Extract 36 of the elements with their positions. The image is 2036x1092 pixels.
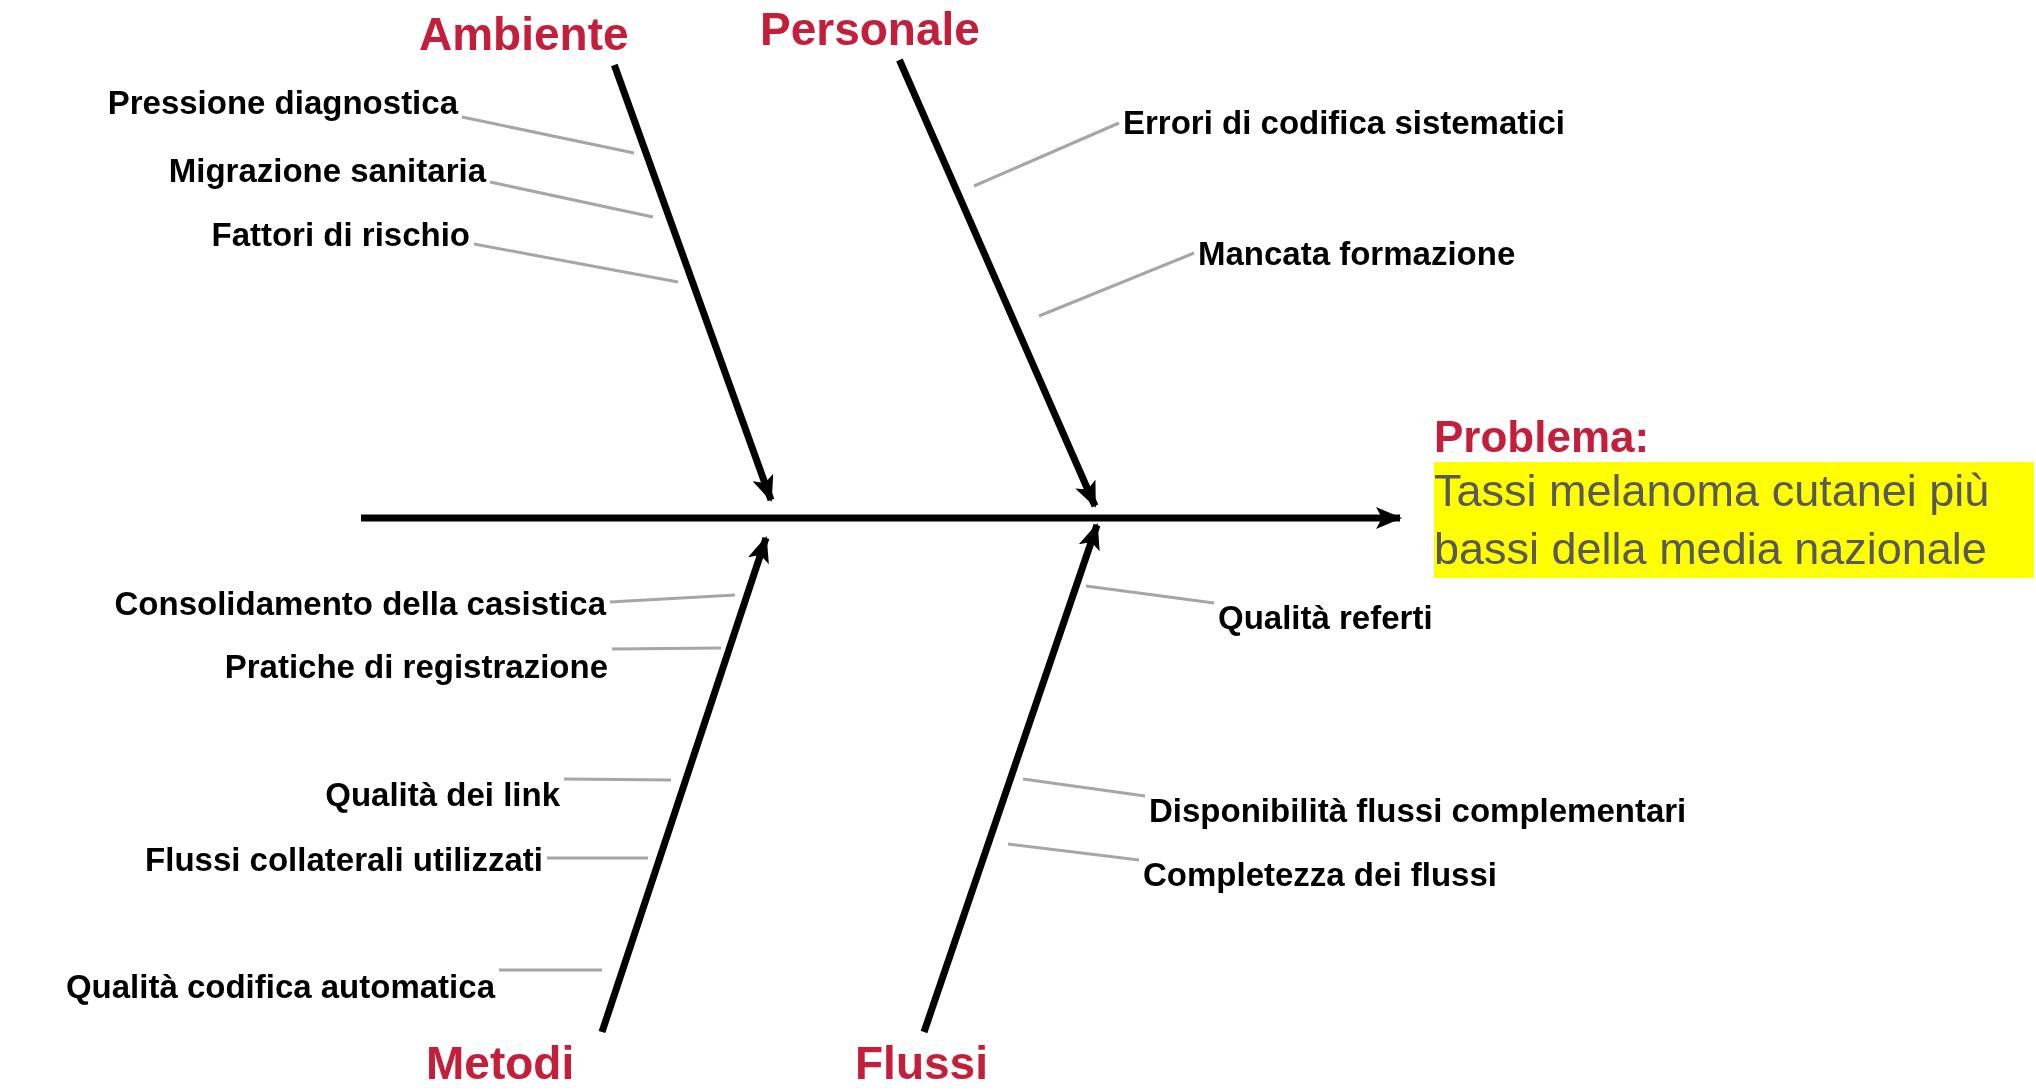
problem-heading: Problema: [1434,412,1650,462]
cause-label: Errori di codifica sistematici [1123,103,1565,143]
leader-line [1022,777,1146,798]
leader-line [473,242,679,284]
leader-line [973,121,1120,188]
leader-line [609,593,736,604]
problem-statement: Tassi melanoma cutanei più bassi della media nazionale [1434,462,2034,578]
cause-label: Qualità codifica automatica [65,967,495,1007]
category-label: Metodi [426,1036,575,1090]
category-label: Ambiente [419,7,629,61]
cause-label: Consolidamento della casistica [114,584,606,624]
leader-line [1085,584,1215,605]
leader-line [1007,842,1140,862]
bone-arrow [598,536,770,1034]
leader-line [1038,251,1195,318]
leader-line [499,968,602,972]
category-label: Personale [760,2,980,56]
cause-label: Qualità referti [1218,598,1433,638]
bone-arrow [920,523,1101,1034]
cause-label: Completezza dei flussi [1143,855,1497,895]
cause-label: Fattori di rischio [211,215,470,255]
bone-arrow [611,63,775,502]
leader-line [612,646,721,651]
leader-line [564,777,671,782]
cause-label: Mancata formazione [1198,234,1516,274]
bone-arrow [896,58,1099,508]
cause-label: Pratiche di registrazione [224,647,608,687]
cause-label: Qualità dei link [325,775,560,815]
cause-label: Flussi collaterali utilizzati [145,840,543,880]
cause-label: Pressione diagnostica [107,83,458,123]
leader-line [547,856,648,860]
leader-line [461,115,635,155]
leader-line [489,180,654,219]
category-label: Flussi [855,1036,988,1090]
cause-label: Migrazione sanitaria [168,151,486,191]
cause-label: Disponibilità flussi complementari [1149,791,1687,831]
